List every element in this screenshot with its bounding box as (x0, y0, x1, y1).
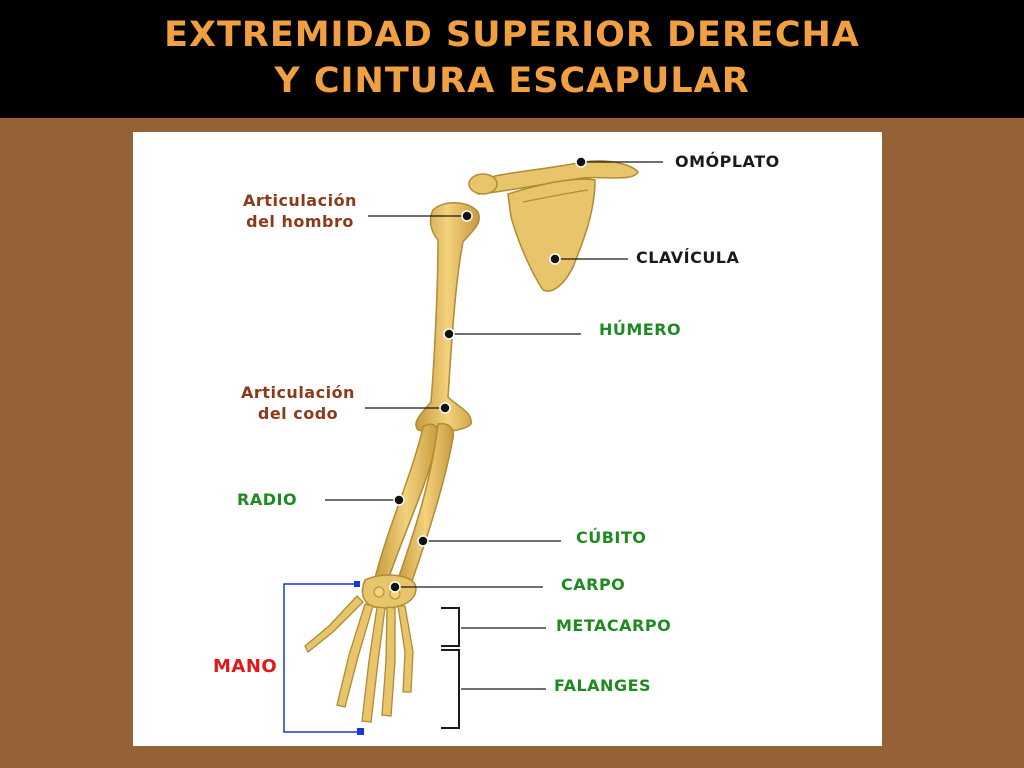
label-articulacion-codo-line1: Articulación (241, 383, 355, 402)
header-bar: EXTREMIDAD SUPERIOR DERECHA Y CINTURA ES… (0, 0, 1024, 118)
label-clavicula: CLAVÍCULA (636, 248, 740, 267)
label-cubito: CÚBITO (576, 528, 647, 547)
label-articulacion-hombro: Articulación del hombro (225, 190, 375, 232)
hand-brackets (441, 607, 460, 729)
label-humero: HÚMERO (599, 320, 682, 339)
label-articulacion-hombro-line1: Articulación (243, 191, 357, 210)
title-line-1: EXTREMIDAD SUPERIOR DERECHA (164, 15, 860, 55)
label-omoplato: OMÓPLATO (675, 152, 780, 171)
label-mano: MANO (213, 656, 278, 677)
leader-lines (325, 161, 663, 690)
label-carpo: CARPO (561, 575, 626, 594)
hand-bones (304, 595, 414, 723)
label-articulacion-codo-line2: del codo (257, 404, 339, 423)
label-articulacion-codo: Articulación del codo (223, 382, 373, 424)
humerus-bone (415, 202, 480, 433)
radius-bone (374, 423, 439, 581)
pointer-dots (389, 156, 587, 593)
carpal-bones (361, 574, 417, 609)
label-metacarpo: METACARPO (556, 616, 672, 635)
diagram-panel: OMÓPLATO CLAVÍCULA HÚMERO CÚBITO CARPO M… (133, 132, 882, 746)
label-radio: RADIO (237, 490, 298, 509)
arm-skeleton-diagram (283, 156, 663, 735)
scapula-bone (507, 178, 596, 292)
label-articulacion-hombro-line2: del hombro (246, 212, 354, 231)
mano-bracket (283, 581, 364, 735)
clavicle-bone (468, 160, 639, 195)
page-title: EXTREMIDAD SUPERIOR DERECHA Y CINTURA ES… (0, 12, 1024, 104)
label-falanges: FALANGES (554, 676, 652, 695)
title-line-2: Y CINTURA ESCAPULAR (274, 61, 750, 101)
